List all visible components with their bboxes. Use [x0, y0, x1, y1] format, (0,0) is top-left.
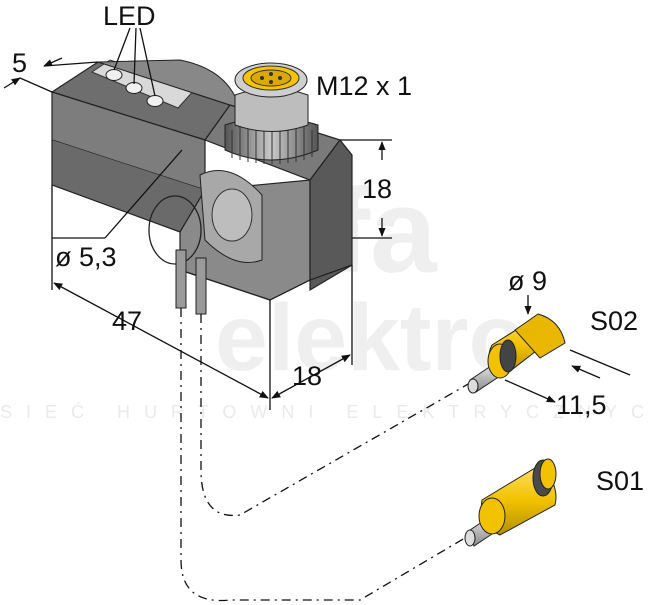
dim-47-label: 47	[112, 306, 142, 336]
sensor-cables	[180, 308, 471, 602]
s02-label: S02	[590, 306, 638, 336]
dim-18-height-label: 18	[362, 174, 392, 204]
sensor-s01	[464, 458, 557, 547]
dim-11-5-label: 11,5	[556, 390, 607, 420]
sensor-s02	[467, 313, 566, 394]
dim-5-label: 5	[12, 48, 27, 78]
dia-9-label: ø 9	[508, 266, 547, 296]
dim-18-width-label: 18	[292, 361, 322, 391]
s01-label: S01	[596, 466, 644, 496]
watermark-bottom: SIEĆ HURTOWNI ELEKTRYCZNYCH	[0, 401, 649, 422]
dimension-lines	[3, 27, 631, 410]
led-indicators	[105, 69, 164, 107]
connector-label: M12 x 1	[316, 71, 412, 101]
m12-connector	[224, 62, 319, 164]
led-label: LED	[103, 1, 156, 31]
dia-5-3-label: ø 5,3	[55, 242, 117, 272]
